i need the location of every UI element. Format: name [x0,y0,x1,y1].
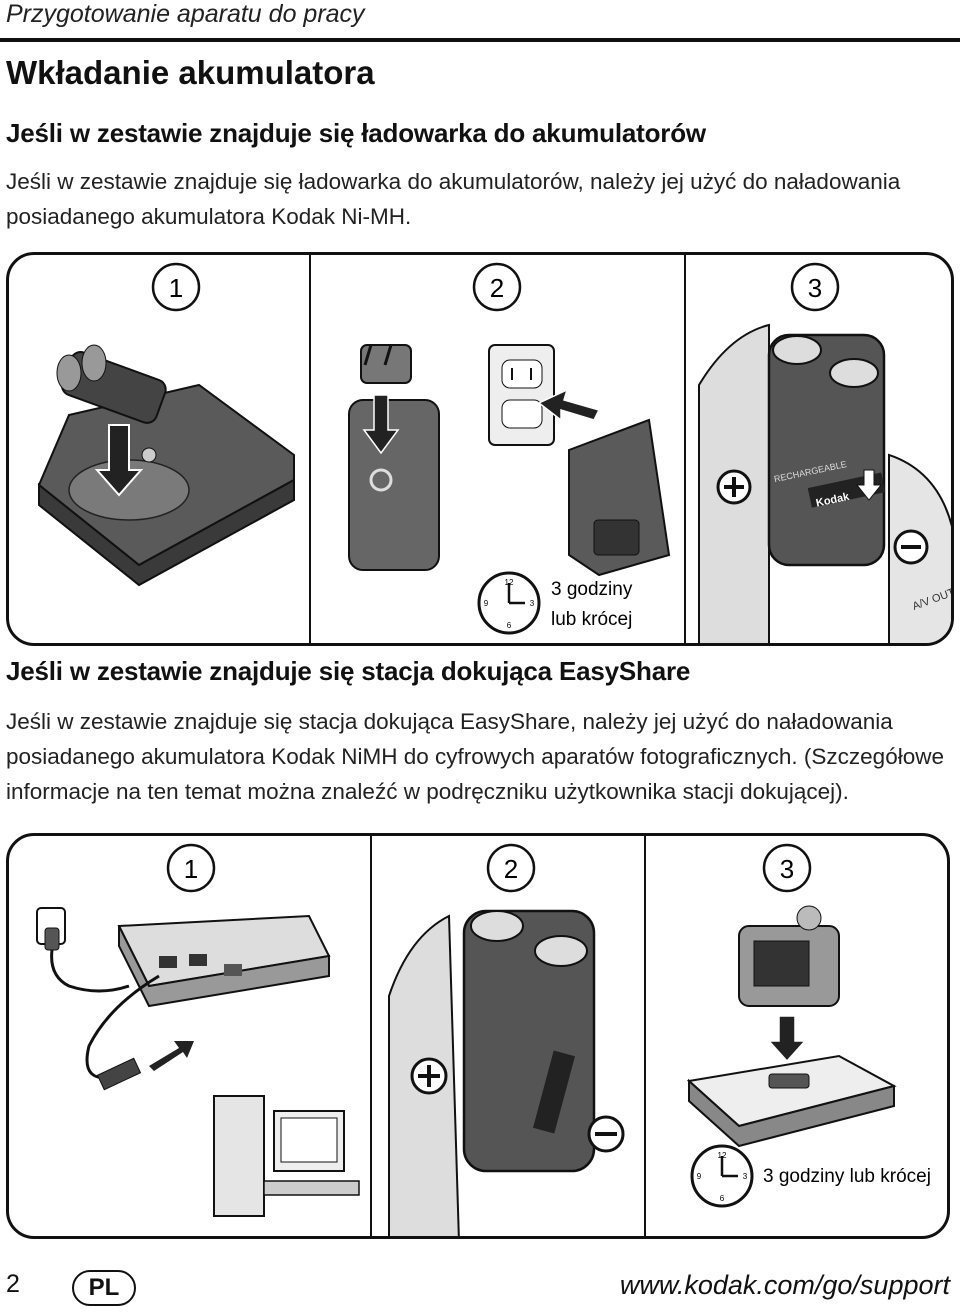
camera-on-dock-illustration [686,905,897,1148]
step-1-number: 1 [169,273,183,303]
step-2-number: 2 [490,273,504,303]
camera-battery-compartment-illustration: Kodak RECHARGEABLE A/V OUT [698,323,951,643]
running-title: Przygotowanie aparatu do pracy [6,0,365,28]
dock-steps-panel: 1 2 3 [6,833,950,1239]
section-charger-text: Jeśli w zestawie znajduje się ładowarka … [6,169,901,229]
section-dock-heading: Jeśli w zestawie znajduje się stacja dok… [6,656,691,686]
dock-charge-time: 3 godziny lub krócej [763,1166,931,1187]
charger-steps-illustration: 1 2 3 [37,255,951,643]
dock-step-3-marker: 3 [762,843,812,893]
step-3-number: 3 [808,273,822,303]
dock-step-2-marker: 2 [486,843,536,893]
svg-text:3: 3 [743,1172,748,1181]
svg-text:6: 6 [720,1194,725,1203]
wall-outlet-illustration [488,344,671,577]
support-url[interactable]: www.kodak.com/go/support [619,1270,950,1300]
svg-text:12: 12 [718,1151,727,1160]
wall-adapter-illustration [348,344,440,571]
language-badge: PL [72,1270,136,1306]
charge-time-line1: 3 godziny [551,579,633,600]
dock-step-1-marker: 1 [166,843,216,893]
step-2-marker: 2 [472,262,522,312]
dock-connection-illustration [36,907,360,1217]
clock-icon: 12 3 6 9 [477,571,541,635]
section-charger-heading: Jeśli w zestawie znajduje się ładowarka … [6,118,706,148]
svg-text:12: 12 [505,578,514,587]
page-number: 2 [6,1270,20,1298]
page-title: Wkładanie akumulatora [6,54,375,91]
dock-step-2-number: 2 [504,854,518,884]
step-1-marker: 1 [151,262,201,312]
svg-text:9: 9 [697,1172,702,1181]
svg-text:6: 6 [507,621,512,630]
dock-steps-illustration: 1 2 3 [36,836,931,1236]
charge-time-line2: lub krócej [551,609,632,630]
dock-camera-battery-illustration [388,909,625,1236]
dock-step-1-number: 1 [184,854,198,884]
battery-charger-illustration [37,344,295,587]
charger-steps-panel: 1 2 3 [6,252,954,646]
dock-clock-icon: 12 3 6 9 [690,1144,754,1208]
section-dock-text: Jeśli w zestawie znajduje się stacja dok… [6,709,944,804]
header-rule [0,38,960,42]
step-3-marker: 3 [790,262,840,312]
svg-text:3: 3 [530,599,535,608]
dock-step-3-number: 3 [780,854,794,884]
svg-text:9: 9 [484,599,489,608]
